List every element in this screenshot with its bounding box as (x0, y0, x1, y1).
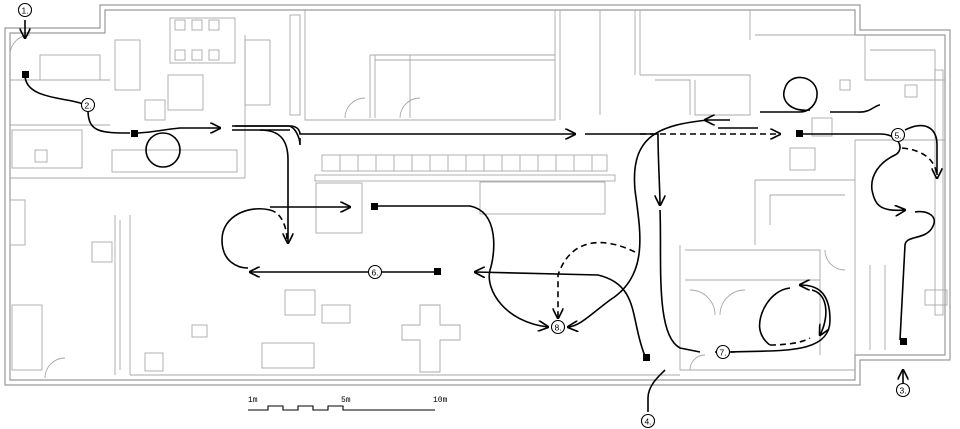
marker-4: 4. (640, 413, 656, 429)
marker-6: 6. (367, 264, 383, 280)
marker-2-circle (80, 97, 96, 113)
marker-4-circle (640, 413, 656, 429)
marker-5-circle (890, 127, 906, 143)
marker-4-label: 4. (644, 417, 651, 427)
marker-5: 5. (890, 127, 906, 143)
marker-3-label: 3. (899, 386, 906, 396)
marker-6-circle (367, 264, 383, 280)
route-nodes (22, 71, 907, 361)
scale-label-1m: 1m (248, 396, 258, 405)
marker-8: 8. (550, 319, 566, 335)
scale-label-5m: 5m (341, 396, 351, 405)
scale-bar: 1m 5m 10m (248, 396, 448, 411)
marker-5-label: 5. (894, 131, 901, 141)
building-walls (4, 4, 951, 386)
marker-1-label: 1. (21, 6, 28, 16)
marker-8-circle (550, 319, 566, 335)
marker-8-label: 8. (554, 323, 561, 333)
marker-2-label: 2. (84, 101, 91, 111)
marker-1-circle (17, 2, 33, 18)
route-markers: 1. 2. 3. 4. 5. 6. 7. 8. (17, 2, 911, 429)
scale-label-10m: 10m (433, 396, 448, 405)
marker-2: 2. (80, 97, 96, 113)
marker-7-circle (715, 344, 731, 360)
route-paths (25, 20, 937, 412)
marker-3: 3. (895, 382, 911, 398)
marker-6-label: 6. (371, 268, 378, 278)
marker-3-circle (895, 382, 911, 398)
marker-1: 1. (17, 2, 33, 18)
marker-7-label: 7. (719, 348, 726, 358)
marker-7: 7. (715, 344, 731, 360)
